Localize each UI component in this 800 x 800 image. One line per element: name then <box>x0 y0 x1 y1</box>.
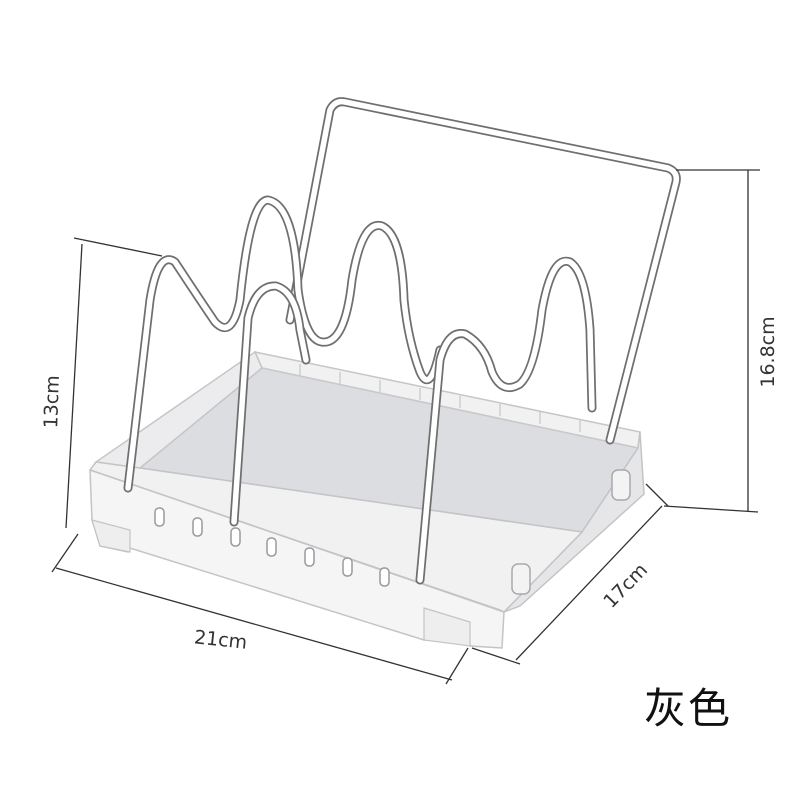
dim-label-16-8cm: 16.8cm <box>757 316 779 387</box>
tray-base <box>88 350 645 649</box>
dim-13cm-line <box>65 243 83 529</box>
dim-label-13cm: 13cm <box>40 375 64 429</box>
dimension-lines <box>51 169 760 685</box>
dim-21cm-right-tick <box>445 647 469 685</box>
dim-label-17cm: 17cm <box>599 559 652 613</box>
dim-13cm-top-tick <box>73 237 163 257</box>
tray-back-ribs <box>299 364 581 432</box>
dim-168-bottom-tick <box>663 505 759 513</box>
tray-foot-left <box>91 519 131 553</box>
color-option-label: 灰色 <box>644 684 733 733</box>
wire-middle-wave <box>229 281 311 527</box>
tray-foot-right <box>423 607 471 647</box>
tray-side-clips <box>511 469 631 595</box>
dim-17cm-top-tick <box>645 483 669 507</box>
wire-frames <box>123 97 681 585</box>
dim-17cm-line <box>515 505 663 661</box>
wire-right-wave <box>415 256 597 585</box>
wire-back-wave <box>123 195 445 493</box>
dim-21cm-line <box>55 567 453 681</box>
tray-front-slots <box>154 507 390 587</box>
dim-21cm-left-tick <box>51 533 79 573</box>
dim-17cm-bottom-tick <box>471 647 521 665</box>
dim-label-21cm: 21cm <box>193 626 248 653</box>
wire-back-frame <box>285 97 681 445</box>
